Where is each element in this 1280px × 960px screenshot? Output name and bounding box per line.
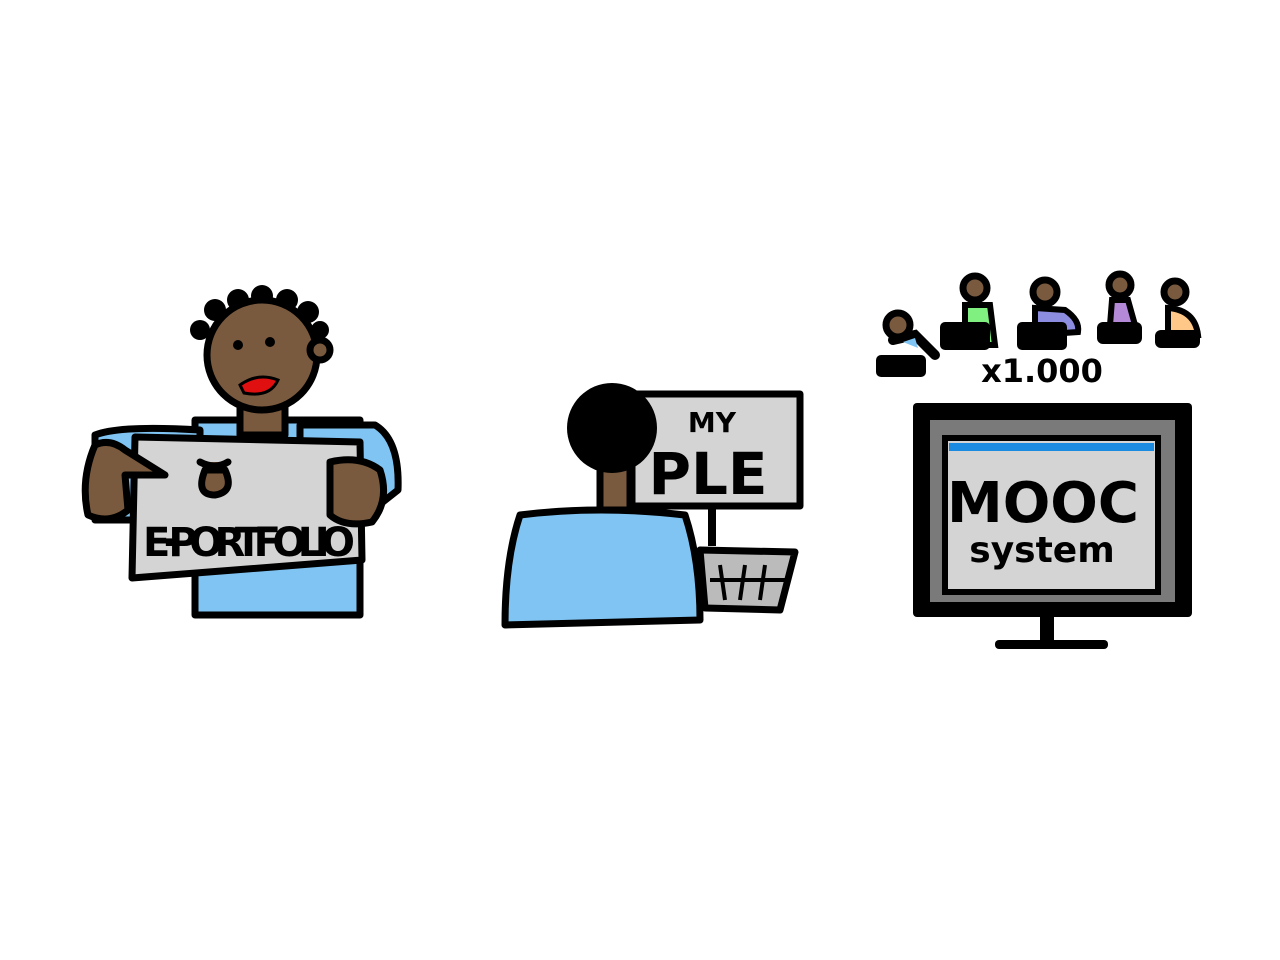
monitor-stand xyxy=(708,506,716,546)
right-hand xyxy=(326,456,388,528)
eye xyxy=(265,337,275,347)
screen-line1: MY xyxy=(688,406,737,439)
multiplier-text: x1.000 xyxy=(981,352,1103,390)
left-hand xyxy=(81,438,169,523)
learner xyxy=(1017,276,1082,350)
shirt xyxy=(501,506,704,629)
keys xyxy=(710,564,785,601)
screen xyxy=(942,435,1161,595)
eportfolio-person: E·PORTFOLIO xyxy=(81,285,402,619)
learner xyxy=(1097,270,1142,344)
head xyxy=(567,383,657,473)
sign-text: E·PORTFOLIO xyxy=(143,520,355,566)
screen-line1: MOOC xyxy=(947,471,1139,536)
lips xyxy=(238,375,281,396)
monitor-base xyxy=(995,640,1108,649)
sign xyxy=(128,433,366,582)
screen-line2: PLE xyxy=(648,440,767,508)
ple-person: MY PLE xyxy=(501,383,804,629)
monitor-stand xyxy=(1040,615,1054,645)
learner xyxy=(1155,277,1202,348)
ear xyxy=(306,336,334,364)
bag-icon xyxy=(196,458,232,499)
learner xyxy=(940,272,999,350)
mooc-monitor: MOOC system xyxy=(913,403,1192,649)
screen-line2: system xyxy=(969,530,1114,571)
learner xyxy=(876,309,940,377)
eye xyxy=(233,340,243,350)
mooc-learners: x1.000 xyxy=(876,270,1202,390)
screen-title-bar xyxy=(949,443,1154,451)
